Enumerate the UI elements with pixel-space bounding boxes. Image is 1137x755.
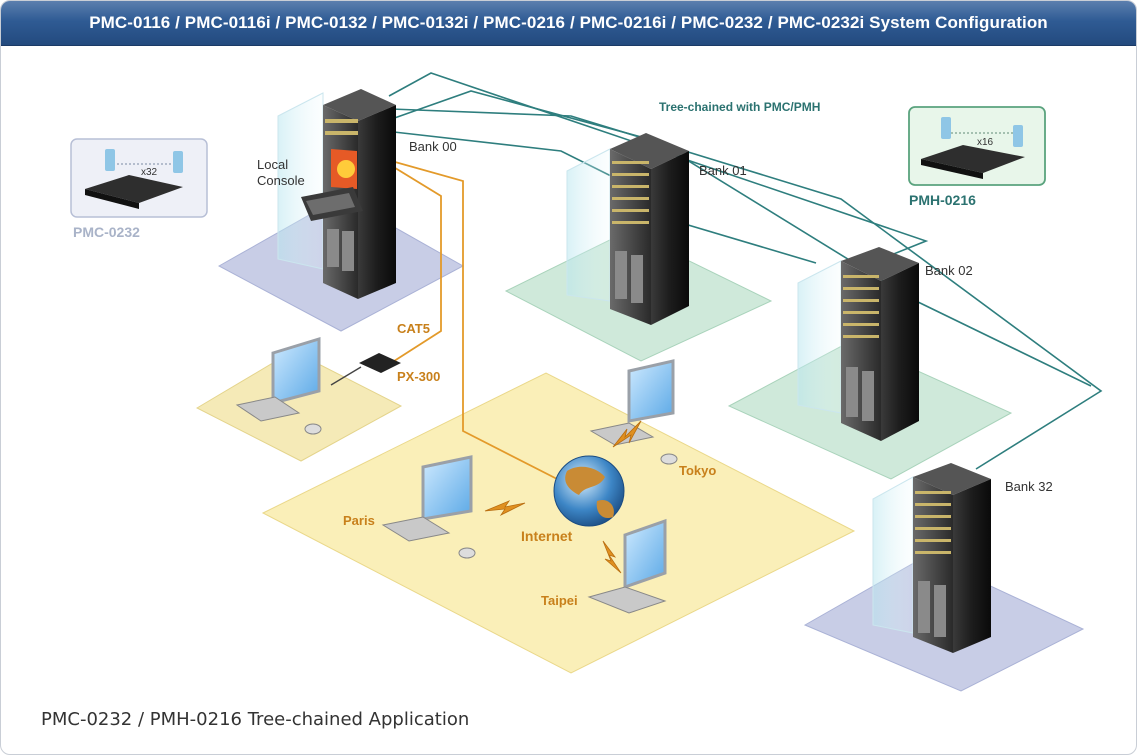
bank02-rack xyxy=(797,247,919,441)
bank32-label: Bank 32 xyxy=(1005,479,1053,494)
px300-device xyxy=(359,353,401,373)
bank01-label: Bank 01 xyxy=(699,163,747,178)
tokyo-label: Tokyo xyxy=(679,463,716,478)
bank00-rack xyxy=(277,89,396,299)
local-label: Local xyxy=(257,157,288,172)
bank32-rack xyxy=(872,463,991,653)
pmc0232-label: PMC-0232 xyxy=(73,224,140,240)
configuration-diagram: Tree-chained with PMC/PMH Bank 00 Bank 0… xyxy=(70,72,1103,692)
bank01-rack xyxy=(566,133,689,325)
paris-label: Paris xyxy=(343,513,375,528)
title-bar: PMC-0116 / PMC-0116i / PMC-0132 / PMC-01… xyxy=(1,1,1136,46)
pmc0232-inset xyxy=(70,138,208,218)
internet-label: Internet xyxy=(521,528,573,544)
workstation-px300 xyxy=(235,336,322,435)
x16-label: x16 xyxy=(977,137,994,148)
wireless-bolts xyxy=(484,420,642,574)
pmh0216-label: PMH-0216 xyxy=(909,192,976,208)
x32-label: x32 xyxy=(141,167,158,178)
laptop-taipei xyxy=(587,518,667,614)
floor-px300 xyxy=(195,350,403,462)
internet-globe xyxy=(553,455,625,527)
px300-cable xyxy=(330,366,362,386)
floor-internet xyxy=(261,372,856,674)
console-label: Console xyxy=(257,173,305,188)
px300-label: PX-300 xyxy=(397,369,440,384)
pmh0216-inset xyxy=(908,106,1046,186)
taipei-label: Taipei xyxy=(541,593,578,608)
cat5-label: CAT5 xyxy=(397,321,430,336)
diagram-caption: PMC-0232 / PMH-0216 Tree-chained Applica… xyxy=(41,709,470,730)
diagram-stage: Tree-chained with PMC/PMH Bank 00 Bank 0… xyxy=(1,45,1136,754)
bank00-label: Bank 00 xyxy=(409,139,457,154)
workstation-paris xyxy=(381,455,476,559)
page-title: PMC-0116 / PMC-0116i / PMC-0132 / PMC-01… xyxy=(89,13,1048,32)
tree-chained-label: Tree-chained with PMC/PMH xyxy=(659,100,820,114)
workstation-tokyo xyxy=(589,359,678,465)
bank02-label: Bank 02 xyxy=(925,263,973,278)
